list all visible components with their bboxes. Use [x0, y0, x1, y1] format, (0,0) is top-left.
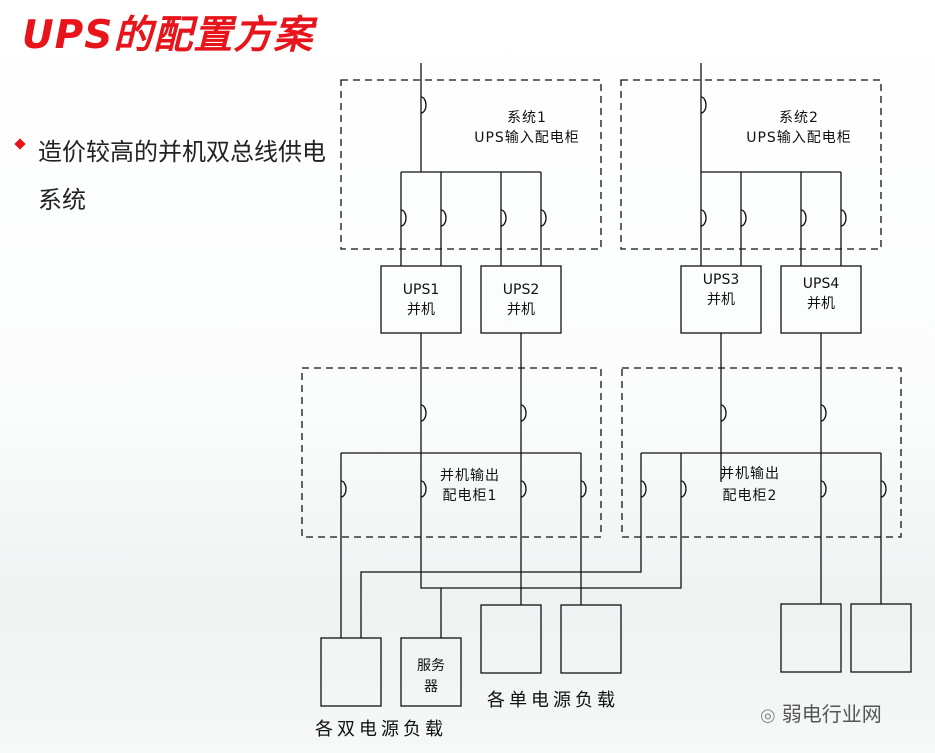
ups-2-sublabel: 并机	[507, 302, 535, 318]
input-cabinet-2-label-2: UPS输入配电柜	[746, 130, 852, 146]
slide-title: UPS的配置方案	[22, 13, 314, 58]
output-cabinet-2-label-1: 并机输出	[720, 466, 780, 482]
watermark: ◎弱电行业网	[760, 698, 882, 727]
breaker-icon	[640, 480, 887, 498]
input-cabinet-1	[340, 79, 602, 250]
ups-2-label: UPS2	[503, 282, 539, 298]
breaker-icon	[400, 209, 547, 227]
single-load-box-3	[780, 603, 842, 673]
ups-1-label: UPS1	[403, 282, 439, 298]
wechat-icon: ◎	[760, 705, 776, 726]
watermark-text: 弱电行业网	[781, 702, 882, 726]
output-1-to-server	[420, 482, 442, 638]
ups-1-sublabel: 并机	[407, 302, 435, 318]
single-load-box-1	[480, 604, 542, 674]
server-label-2: 器	[424, 679, 438, 695]
ups-box-2	[480, 265, 562, 334]
input-1-wiring	[400, 63, 542, 266]
single-load-caption: 各单电源负载	[487, 690, 619, 711]
ups-3-label: UPS3	[703, 272, 739, 288]
output-cabinet-2-label-2: 配电柜2	[723, 488, 778, 504]
breaker-icon	[700, 96, 707, 114]
breaker-icon	[700, 209, 847, 227]
output-bus-1	[340, 452, 582, 638]
input-2-wiring	[700, 63, 842, 266]
ups-4-sublabel: 并机	[807, 296, 835, 312]
input-cabinet-2-label-1: 系统2	[779, 110, 819, 126]
dual-load-caption: 各双电源负载	[315, 719, 447, 740]
bullet-text: 造价较高的并机双总线供电系统	[38, 138, 326, 214]
breaker-icon	[420, 404, 827, 422]
single-load-box-2	[560, 604, 622, 674]
breaker-icon	[420, 96, 427, 114]
output-cabinet-1-label-1: 并机输出	[440, 468, 500, 484]
input-cabinet-1-label-2: UPS输入配电柜	[474, 130, 580, 146]
dual-load-box	[320, 637, 382, 707]
ups-output-wiring	[420, 333, 822, 453]
single-load-box-4	[850, 603, 912, 673]
ups-box-1	[380, 265, 462, 334]
server-box	[400, 637, 462, 707]
output-cabinet-2	[621, 367, 902, 538]
ups-3-sublabel: 并机	[707, 292, 735, 308]
output-cabinet-1	[301, 367, 602, 538]
ups-4-label: UPS4	[803, 276, 840, 292]
output-cabinet-1-label-2: 配电柜1	[443, 488, 498, 504]
breaker-icon	[340, 480, 587, 498]
input-cabinet-1-label-1: 系统1	[507, 110, 547, 126]
server-label-1: 服务	[417, 658, 445, 674]
input-cabinet-2	[620, 79, 882, 250]
output-bus-2	[360, 452, 882, 638]
